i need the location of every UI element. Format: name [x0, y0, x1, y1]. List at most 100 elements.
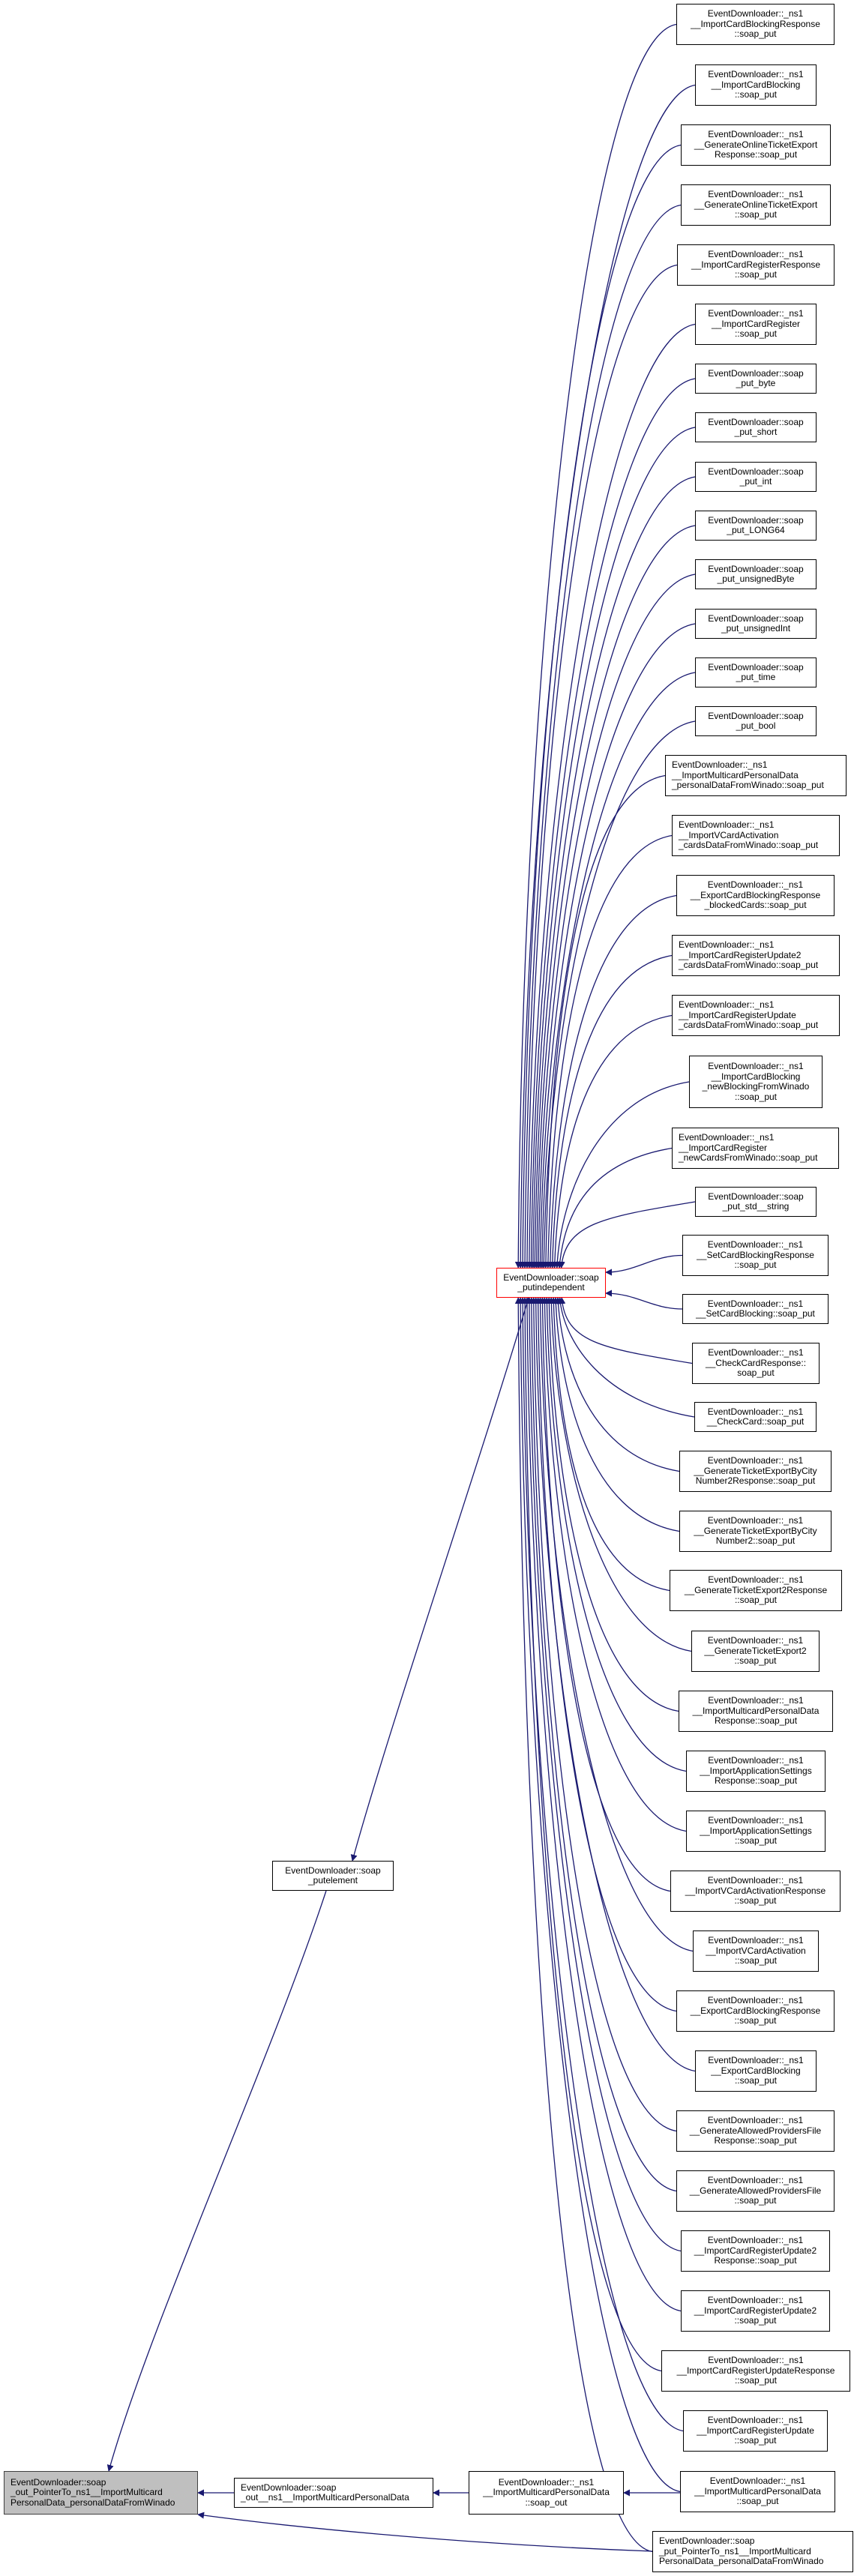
node-label-line: _put_PointerTo_ns1__ImportMulticard [659, 2545, 811, 2557]
node-label-line: _cardsDataFromWinado::soap_put [679, 960, 819, 971]
right-node-34[interactable]: EventDownloader::_ns1__ImportVCardActiva… [670, 1871, 841, 1912]
right-node-44[interactable]: EventDownloader::_ns1__ImportMulticardPe… [680, 2471, 835, 2512]
right-node-1[interactable]: EventDownloader::_ns1__ImportCardBlockin… [676, 4, 835, 45]
node-label-line: ::soap_put [734, 2315, 777, 2326]
edge-right-node-20 [553, 1081, 690, 1269]
right-node-40[interactable]: EventDownloader::_ns1__ImportCardRegiste… [681, 2230, 830, 2272]
right-node-29[interactable]: EventDownloader::_ns1__GenerateTicketExp… [670, 1570, 842, 1611]
right-node-35[interactable]: EventDownloader::_ns1__ImportVCardActiva… [693, 1931, 819, 1972]
edge-right-node-37 [532, 1297, 696, 2072]
right-node-16[interactable]: EventDownloader::_ns1__ImportVCardActiva… [672, 815, 840, 856]
right-node-6[interactable]: EventDownloader::_ns1__ImportCardRegiste… [695, 304, 817, 345]
right-node-18[interactable]: EventDownloader::_ns1__ImportCardRegiste… [672, 935, 840, 976]
right-node-31[interactable]: EventDownloader::_ns1__ImportMulticardPe… [679, 1691, 833, 1732]
node-label-line: EventDownloader::_ns1 [708, 1574, 804, 1586]
right-node-41[interactable]: EventDownloader::_ns1__ImportCardRegiste… [681, 2290, 830, 2332]
putelement-node[interactable]: EventDownloader::soap_putelement [272, 1861, 394, 1891]
edge-right-node-29 [550, 1297, 670, 1592]
node-label-line: EventDownloader::_ns1 [679, 819, 775, 831]
right-node-27[interactable]: EventDownloader::_ns1__GenerateTicketExp… [679, 1451, 832, 1492]
node-label-line: __GenerateTicketExportByCity [694, 1525, 817, 1536]
edge-right-node-25 [559, 1297, 693, 1364]
node-label-line: EventDownloader::_ns1 [707, 2235, 804, 2246]
node-label-line: EventDownloader::_ns1 [707, 879, 804, 891]
node-label-line: __ExportCardBlockingResponse [690, 889, 821, 900]
right-node-28[interactable]: EventDownloader::_ns1__GenerateTicketExp… [679, 1511, 832, 1552]
import-multicard-soap-out-node[interactable]: EventDownloader::_ns1__ImportMulticardPe… [469, 2471, 624, 2515]
edge-right-node-17 [547, 894, 677, 1269]
node-label-line: __ExportCardBlocking [711, 2065, 801, 2076]
node-label-line: _newCardsFromWinado::soap_put [679, 1152, 818, 1164]
node-label-line: PersonalData_personalDataFromWinado [10, 2497, 175, 2508]
node-label-line: _put_unsignedByte [717, 574, 795, 584]
node-label-line: EventDownloader::_ns1 [672, 759, 768, 771]
node-label-line: _newBlockingFromWinado [702, 1081, 810, 1092]
node-label-line: EventDownloader::_ns1 [708, 308, 804, 319]
right-node-36[interactable]: EventDownloader::_ns1__ExportCardBlockin… [676, 1990, 835, 2032]
right-node-33[interactable]: EventDownloader::_ns1__ImportApplication… [686, 1811, 826, 1852]
right-node-3[interactable]: EventDownloader::_ns1__GenerateOnlineTic… [681, 124, 831, 166]
right-node-24[interactable]: EventDownloader::_ns1__SetCardBlocking::… [682, 1294, 829, 1324]
node-label-line: __ImportApplicationSettings [700, 1765, 812, 1776]
edge-right-node-11 [535, 574, 696, 1269]
right-node-22[interactable]: EventDownloader::soap_put_std__string [695, 1187, 817, 1217]
right-node-15[interactable]: EventDownloader::_ns1__ImportMulticardPe… [665, 755, 847, 796]
node-label-line: EventDownloader::_ns1 [708, 1815, 804, 1826]
right-node-19[interactable]: EventDownloader::_ns1__ImportCardRegiste… [672, 995, 840, 1036]
right-node-32[interactable]: EventDownloader::_ns1__ImportApplication… [686, 1751, 826, 1792]
right-node-9[interactable]: EventDownloader::soap_put_int [695, 462, 817, 492]
right-node-42[interactable]: EventDownloader::_ns1__ImportCardRegiste… [661, 2350, 850, 2392]
right-node-26[interactable]: EventDownloader::_ns1__CheckCard::soap_p… [694, 1402, 817, 1432]
focus-node-soap-out-pointer-to[interactable]: EventDownloader::soap_out_PointerTo_ns1_… [4, 2471, 198, 2515]
right-node-20[interactable]: EventDownloader::_ns1__ImportCardBlockin… [689, 1056, 823, 1108]
right-node-45[interactable]: EventDownloader::soap_put_PointerTo_ns1_… [652, 2531, 853, 2572]
right-node-43[interactable]: EventDownloader::_ns1__ImportCardRegiste… [683, 2410, 828, 2452]
edge-right-node-27 [554, 1297, 680, 1472]
edge-right-node-1 [514, 23, 677, 1269]
right-node-39[interactable]: EventDownloader::_ns1__GenerateAllowedPr… [676, 2170, 835, 2212]
right-node-38[interactable]: EventDownloader::_ns1__GenerateAllowedPr… [676, 2110, 835, 2152]
right-node-23[interactable]: EventDownloader::_ns1__SetCardBlockingRe… [682, 1235, 829, 1276]
right-node-8[interactable]: EventDownloader::soap_put_short [695, 412, 817, 442]
node-label-line: EventDownloader::_ns1 [708, 1061, 804, 1071]
putindependent-node[interactable]: EventDownloader::soap_putindependent [496, 1268, 606, 1298]
node-label-line: EventDownloader::_ns1 [707, 1515, 804, 1526]
node-label-line: EventDownloader::_ns1 [708, 249, 804, 260]
node-label-line: ::soap_put [734, 89, 778, 100]
node-label-line: __ImportCardRegisterUpdate [697, 2425, 814, 2436]
right-node-14[interactable]: EventDownloader::soap_put_bool [695, 706, 817, 736]
right-node-25[interactable]: EventDownloader::_ns1__CheckCardResponse… [692, 1343, 820, 1384]
right-node-4[interactable]: EventDownloader::_ns1__GenerateOnlineTic… [681, 184, 831, 226]
node-label-line: _put_unsignedInt [721, 623, 791, 634]
node-label-line: ::soap_put [734, 1655, 777, 1667]
right-node-11[interactable]: EventDownloader::soap_put_unsignedByte [695, 559, 817, 589]
node-label-line: EventDownloader::soap [503, 1272, 599, 1283]
right-node-30[interactable]: EventDownloader::_ns1__GenerateTicketExp… [691, 1631, 820, 1672]
right-node-10[interactable]: EventDownloader::soap_put_LONG64 [695, 511, 817, 541]
node-label-line: EventDownloader::soap [241, 2482, 337, 2493]
right-node-7[interactable]: EventDownloader::soap_put_byte [695, 364, 817, 394]
node-label-line: __ImportVCardActivation [706, 1945, 806, 1956]
right-node-17[interactable]: EventDownloader::_ns1__ExportCardBlockin… [676, 875, 835, 916]
edge-right-node-8 [529, 427, 696, 1269]
edge-right-node-36 [535, 1297, 677, 2012]
node-label-line: ::soap_put [734, 2375, 778, 2386]
edge-right-node-2 [517, 84, 696, 1269]
node-label-line: EventDownloader::_ns1 [707, 1406, 804, 1417]
right-node-37[interactable]: EventDownloader::_ns1__ExportCardBlockin… [695, 2050, 817, 2092]
right-node-2[interactable]: EventDownloader::_ns1__ImportCardBlockin… [695, 64, 817, 106]
edge-right-node-41 [523, 1297, 682, 2312]
node-label-line: __ImportMulticardPersonalData [694, 2485, 821, 2497]
node-label-line: ::soap_put [734, 328, 778, 340]
node-label-line: EventDownloader::soap [708, 661, 804, 672]
right-node-5[interactable]: EventDownloader::_ns1__ImportCardRegiste… [677, 244, 835, 286]
right-node-13[interactable]: EventDownloader::soap_put_time [695, 657, 817, 687]
right-node-12[interactable]: EventDownloader::soap_put_unsignedInt [695, 609, 817, 639]
soap-out-ns1-node[interactable]: EventDownloader::soap_out__ns1__ImportMu… [234, 2478, 433, 2508]
node-label-line: __ImportCardBlocking [711, 1071, 801, 1082]
right-node-21[interactable]: EventDownloader::_ns1__ImportCardRegiste… [672, 1128, 839, 1169]
node-label-line: _cardsDataFromWinado::soap_put [679, 840, 819, 851]
node-label-line: __ImportCardRegisterUpdate2 [679, 949, 802, 960]
node-label-line: EventDownloader::_ns1 [708, 2055, 804, 2066]
